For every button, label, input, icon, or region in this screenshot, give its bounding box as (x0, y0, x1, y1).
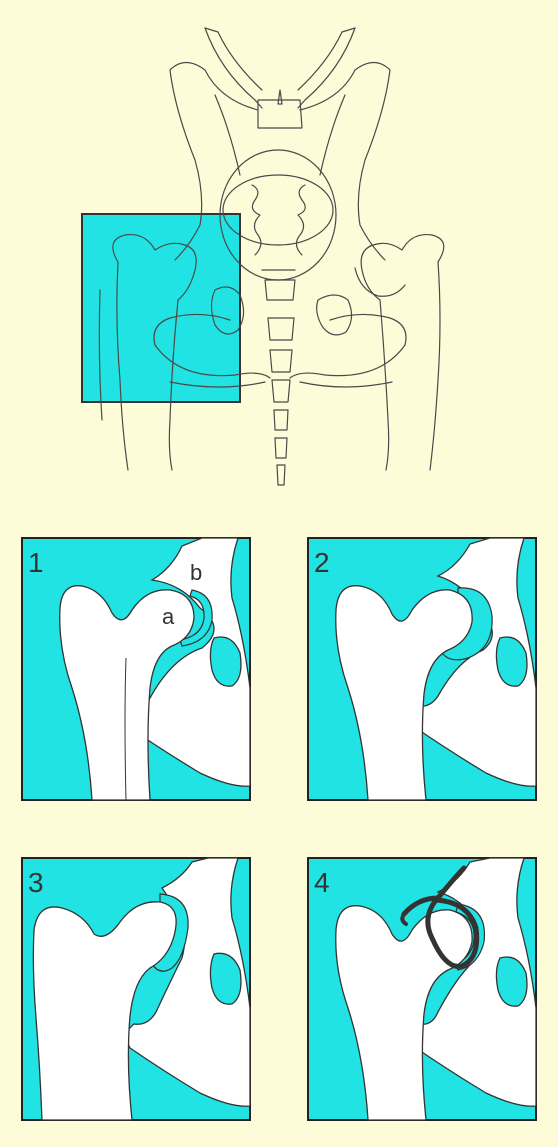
panel-3: 3 (22, 858, 250, 1120)
panel-4-number: 4 (314, 867, 330, 898)
panel-4: 4 (308, 858, 536, 1120)
panel-2: 2 (308, 538, 536, 800)
panel-1-number: 1 (28, 547, 44, 578)
panel-1: 1 a b (22, 538, 250, 800)
panel-2-number: 2 (314, 547, 330, 578)
pelvis-overview (82, 28, 444, 485)
highlight-box (82, 214, 240, 402)
panel-1-label-a: a (162, 604, 175, 629)
panel-3-number: 3 (28, 867, 44, 898)
panel-1-label-b: b (190, 560, 202, 585)
